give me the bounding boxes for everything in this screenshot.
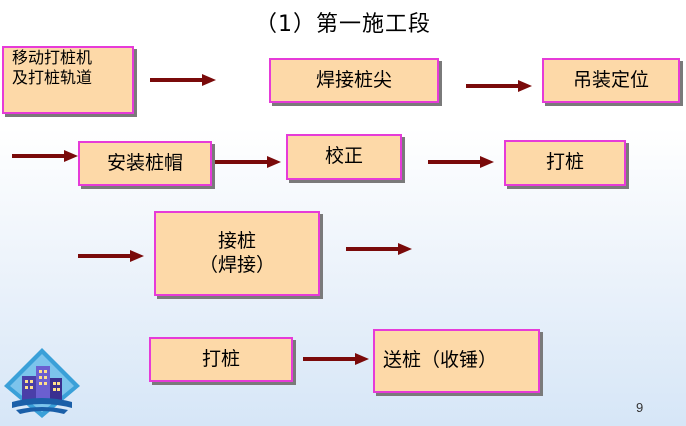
box-move-rig-line2: 及打桩轨道 xyxy=(12,68,93,87)
box-install-cap: 安装桩帽 xyxy=(78,141,212,186)
box-send-pile: 送桩（收锤） xyxy=(373,329,540,393)
box-move-rig: 移动打桩机 及打桩轨道 xyxy=(2,46,134,114)
box-splice-line1: 接桩 xyxy=(217,229,256,252)
arrow-3 xyxy=(12,150,78,162)
arrow-7 xyxy=(346,243,412,255)
arrow-4 xyxy=(215,156,281,168)
slide-title: （1）第一施工段 xyxy=(255,12,431,37)
arrow-2 xyxy=(466,80,532,92)
buildings-logo-icon xyxy=(2,346,82,420)
box-drive-2: 打桩 xyxy=(149,337,293,382)
arrow-8 xyxy=(303,353,369,365)
arrow-6 xyxy=(78,250,144,262)
arrow-5 xyxy=(428,156,494,168)
arrow-1 xyxy=(150,74,216,86)
box-drive-1: 打桩 xyxy=(504,140,626,186)
box-move-rig-line1: 移动打桩机 xyxy=(12,48,93,67)
box-splice: 接桩 （焊接） xyxy=(154,211,320,296)
box-weld-tip: 焊接桩尖 xyxy=(269,58,439,103)
box-splice-line2: （焊接） xyxy=(198,253,275,276)
box-hoist: 吊装定位 xyxy=(542,58,680,103)
page-number: 9 xyxy=(636,400,644,415)
box-correct: 校正 xyxy=(286,134,402,180)
